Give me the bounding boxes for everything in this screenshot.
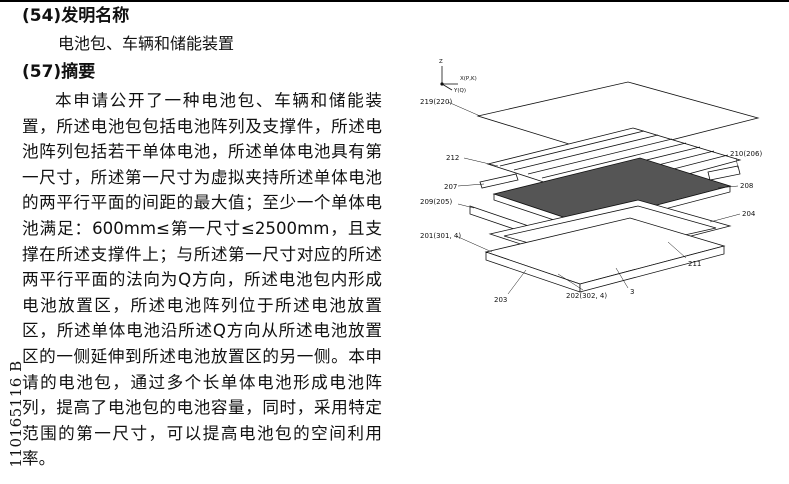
invention-title-label: (54)发明名称 xyxy=(22,6,130,26)
axis-y-label: Y(Q) xyxy=(453,88,466,94)
top-cover-plate xyxy=(476,81,760,157)
label-211: 211 xyxy=(688,260,701,268)
axis-indicator xyxy=(440,66,458,91)
label-219-220: 219(220) xyxy=(420,98,452,106)
label-3: 3 xyxy=(630,288,634,296)
label-207: 207 xyxy=(444,183,457,191)
patent-side-number: 110165116 B xyxy=(7,360,25,468)
label-210-206: 210(206) xyxy=(730,150,762,158)
end-plate-right xyxy=(707,165,741,181)
top-rule xyxy=(0,0,789,2)
abstract-label: (57)摘要 xyxy=(22,62,96,82)
abstract-text: 本申请公开了一种电池包、车辆和储能装置，所述电池包包括电池阵列及支撑件，所述电池… xyxy=(22,91,382,469)
label-203: 203 xyxy=(494,296,507,304)
label-202: 202(302, 4) xyxy=(566,292,607,300)
label-209-205: 209(205) xyxy=(420,198,452,206)
axis-x-label: X(P,K) xyxy=(460,76,477,82)
label-208: 208 xyxy=(740,182,753,190)
axis-z-label: Z xyxy=(439,59,443,65)
label-201: 201(301, 4) xyxy=(420,232,461,240)
leader-lines xyxy=(447,101,741,295)
invention-title: 电池包、车辆和储能装置 xyxy=(58,34,235,53)
side-beam-left xyxy=(479,173,519,189)
label-204: 204 xyxy=(742,210,756,218)
bottom-tray xyxy=(484,217,726,293)
label-212: 212 xyxy=(446,154,459,162)
exploded-battery-pack-figure: Z X(P,K) Y(Q) 219(220) 212 207 209(205) … xyxy=(420,59,762,304)
